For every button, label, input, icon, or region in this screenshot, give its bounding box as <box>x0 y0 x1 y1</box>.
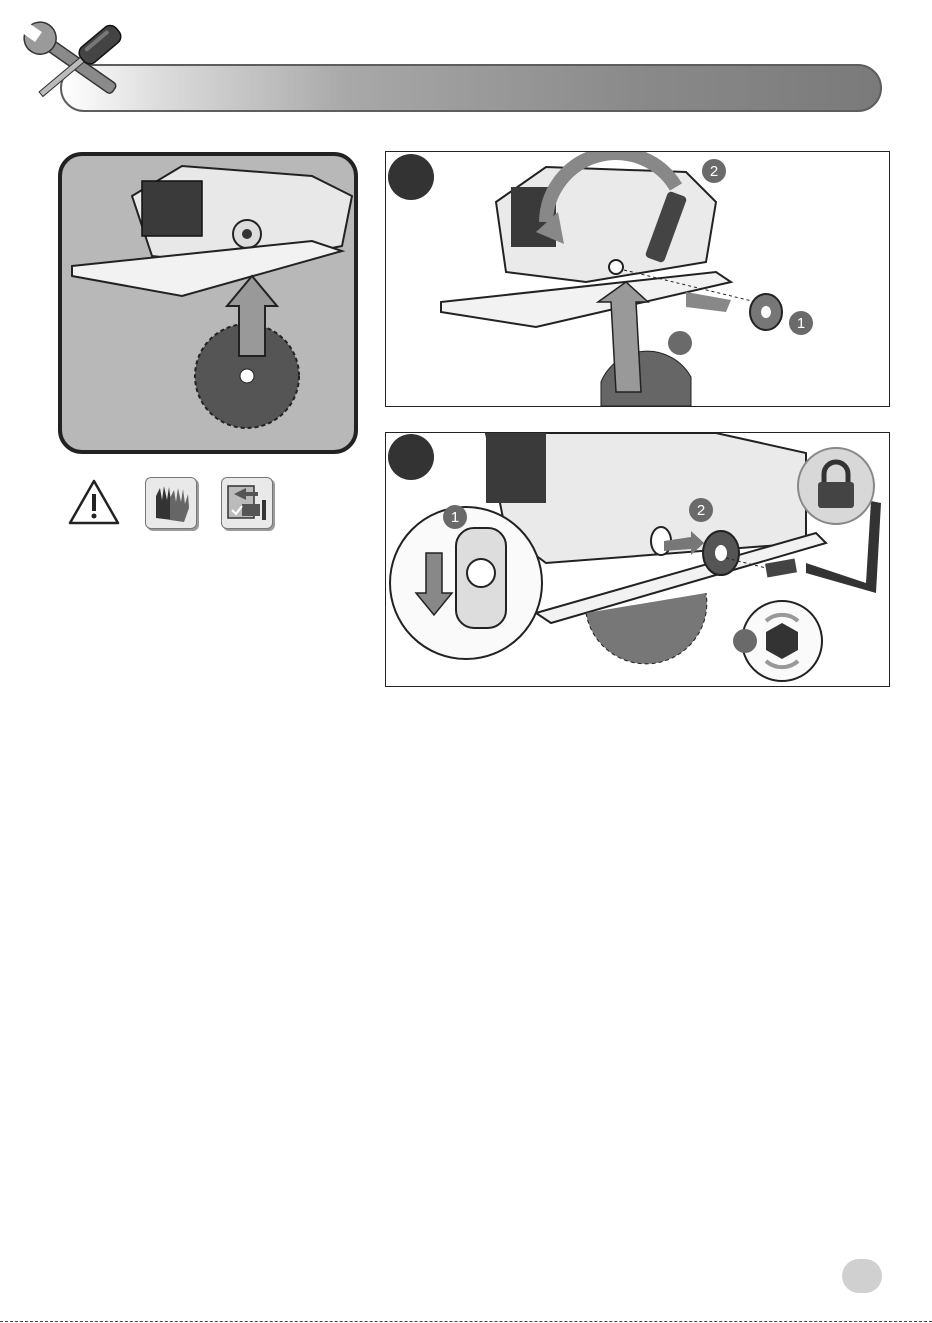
blade-insert-illustration <box>62 156 354 450</box>
page-number-tab <box>842 1259 882 1293</box>
unplug-battery-icon <box>221 477 273 529</box>
step-a-marker <box>388 154 434 200</box>
tools-icon <box>12 14 142 114</box>
callout-3 <box>733 629 757 653</box>
step-b-marker <box>388 434 434 480</box>
gloves-icon <box>145 477 197 529</box>
padlock-icon <box>796 446 876 526</box>
callout-2: 2 <box>702 159 726 183</box>
section-header-bar <box>60 64 882 112</box>
step-a-panel <box>385 151 890 407</box>
page-cut-line <box>0 1321 932 1322</box>
callout-1: 1 <box>789 311 813 335</box>
blade-insert-panel <box>58 152 358 454</box>
callout-2: 2 <box>689 498 713 522</box>
warning-triangle-icon <box>68 478 120 526</box>
callout-3 <box>668 331 692 355</box>
callout-1: 1 <box>443 505 467 529</box>
blade-guard-illustration <box>386 152 889 406</box>
